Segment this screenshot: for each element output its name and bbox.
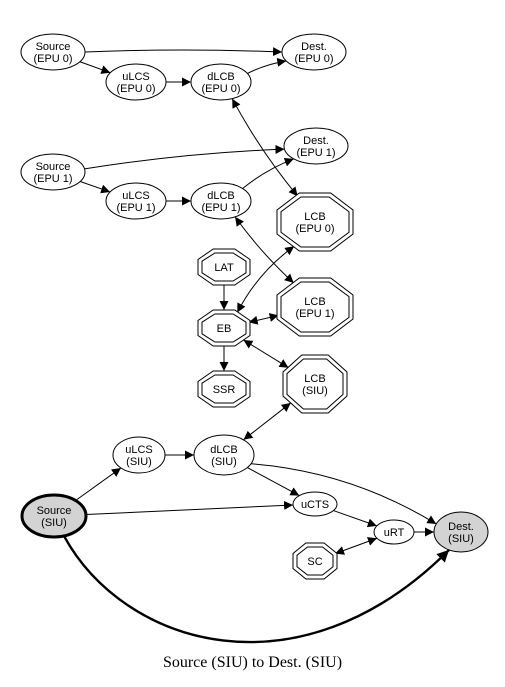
node-urt: uRT: [373, 519, 415, 545]
node-label: (EPU 0): [201, 83, 240, 95]
node-label: (SIU): [41, 517, 67, 529]
node-label: dLCB: [210, 444, 238, 456]
node-src-epu1: Source(EPU 1): [20, 153, 86, 191]
edge-dlcb-epu0-to-lcb-epu0: [231, 98, 299, 197]
node-label: (SIU): [126, 456, 152, 468]
node-ulcs-siu: uLCS(SIU): [112, 436, 166, 474]
edge-eb-to-lcb-epu1: [248, 313, 279, 325]
node-label: LCB: [304, 211, 325, 223]
node-label: Source: [36, 161, 71, 173]
node-label: Dest.: [448, 521, 474, 533]
node-lcb-epu0: LCB(EPU 0): [276, 192, 354, 252]
node-label: Dest.: [303, 135, 329, 147]
edge-src-epu0-to-dest-epu0: [84, 47, 283, 57]
node-label: (EPU 1): [295, 308, 334, 320]
node-label: (SIU): [448, 533, 474, 545]
node-label: SC: [307, 556, 322, 568]
diagram-caption: Source (SIU) to Dest. (SIU): [162, 654, 343, 671]
node-lat: LAT: [197, 248, 251, 286]
edge-src-epu1-to-ulcs-epu1: [80, 181, 111, 194]
node-label: Source: [36, 41, 71, 53]
edge-dlcb-epu1-to-dest-epu1: [242, 157, 294, 189]
node-label: LCB: [304, 373, 325, 385]
edge-eb-to-lcb-epu0: [236, 245, 295, 313]
node-label: LCB: [304, 296, 325, 308]
edges-layer: [62, 47, 450, 644]
node-label: dLCB: [207, 190, 235, 202]
edge-ucts-to-urt: [333, 510, 377, 528]
node-label: (EPU 1): [33, 173, 72, 185]
node-label: (SIU): [211, 456, 237, 468]
node-dlcb-epu1: dLCB(EPU 1): [190, 182, 252, 220]
node-label: uCTS: [301, 499, 329, 511]
edge-sc-to-urt: [334, 537, 378, 555]
node-label: uLCS: [122, 190, 150, 202]
node-ulcs-epu0: uLCS(EPU 0): [105, 63, 167, 101]
node-ssr: SSR: [197, 370, 251, 408]
node-label: (EPU 0): [294, 53, 333, 65]
edge-src-siu-to-dest-siu: [62, 535, 450, 644]
node-ulcs-epu1: uLCS(EPU 1): [105, 182, 167, 220]
node-dlcb-epu0: dLCB(EPU 0): [190, 63, 252, 101]
node-label: uLCS: [125, 444, 153, 456]
node-label: dLCB: [207, 71, 235, 83]
node-label: uRT: [384, 527, 405, 539]
node-label: (EPU 1): [296, 147, 335, 159]
node-label: (EPU 1): [116, 202, 155, 214]
edge-src-siu-to-ucts: [85, 500, 294, 516]
node-dest-epu1: Dest.(EPU 1): [283, 127, 349, 165]
node-dest-epu0: Dest.(EPU 0): [281, 33, 347, 71]
edge-dlcb-siu-to-lcb-siu: [243, 402, 292, 441]
node-label: SSR: [213, 384, 236, 396]
node-dest-siu: Dest.(SIU): [433, 511, 489, 553]
flow-diagram: Source(EPU 0)uLCS(EPU 0)dLCB(EPU 0)Dest.…: [20, 33, 489, 644]
node-label: Source: [37, 505, 72, 517]
node-label: (SIU): [302, 385, 328, 397]
node-src-siu: Source(SIU): [20, 493, 88, 539]
node-src-epu0: Source(EPU 0): [20, 33, 86, 71]
node-dlcb-siu: dLCB(SIU): [193, 434, 255, 476]
node-lcb-epu1: LCB(EPU 1): [276, 277, 354, 337]
edge-dlcb-siu-to-dest-siu: [250, 463, 437, 525]
node-sc: SC: [292, 542, 338, 580]
edge-src-siu-to-ulcs-siu: [75, 467, 122, 501]
edge-dlcb-epu0-to-dest-epu0: [247, 57, 287, 74]
edge-eb-to-lcb-siu: [243, 339, 289, 369]
node-eb: EB: [197, 309, 251, 347]
node-label: uLCS: [122, 71, 150, 83]
nodes-layer: Source(EPU 0)uLCS(EPU 0)dLCB(EPU 0)Dest.…: [20, 33, 489, 580]
node-label: EB: [217, 323, 232, 335]
node-label: (EPU 0): [33, 53, 72, 65]
edge-dlcb-siu-to-ucts: [247, 467, 300, 497]
node-label: (EPU 0): [116, 83, 155, 95]
edge-src-epu1-to-dest-epu1: [84, 144, 285, 170]
node-label: (EPU 1): [201, 202, 240, 214]
node-lcb-siu: LCB(SIU): [282, 354, 348, 414]
edge-src-epu0-to-ulcs-epu0: [79, 61, 111, 74]
node-label: LAT: [214, 262, 234, 274]
node-label: Dest.: [301, 41, 327, 53]
node-ucts: uCTS: [292, 491, 338, 517]
node-label: (EPU 0): [295, 223, 334, 235]
